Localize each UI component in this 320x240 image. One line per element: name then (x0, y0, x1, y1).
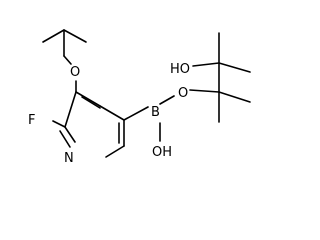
pyridine-ring (59, 91, 125, 158)
pinacol-fragment (189, 32, 251, 123)
bond-c-methyl-right (218, 91, 251, 103)
chemical-structure-diagram: O N F B O OH HO (28, 29, 251, 166)
bond-c2-to-hydroxyl (192, 62, 220, 67)
bond-ring-to-boron (123, 106, 149, 121)
ring-bond-c3-c4-double (81, 96, 101, 109)
ester-oxygen-label: O (178, 86, 188, 101)
ether-oxygen-label: O (70, 65, 80, 80)
fluorine-label: F (28, 113, 35, 128)
bond-ester-oxygen-to-carbon (189, 89, 220, 93)
isopropyl-group (42, 29, 87, 65)
bond-ch-to-oxygen (63, 55, 72, 65)
ring-bond-n-c2 (64, 126, 76, 143)
ring-bond-c4-c5 (99, 105, 125, 121)
ring-bond-c2-c3 (64, 91, 77, 128)
ring-bond-n-c2-double (59, 130, 71, 148)
bond-ipr-methyl-left (42, 29, 65, 43)
ring-bond-c6-n (105, 145, 125, 158)
pinacol-hydroxyl-label: HO (170, 62, 190, 77)
bond-c2-methyl-right (218, 62, 251, 73)
ring-bond-c3-c4 (75, 91, 101, 107)
boron-label: B (151, 105, 160, 120)
ring-nitrogen-label: N (64, 151, 74, 166)
bond-ipr-methyl-right (63, 29, 87, 43)
bond-ring-to-fluorine (52, 120, 66, 128)
bond-boron-to-ester-oxygen (159, 95, 175, 105)
boron-hydroxyl-label: OH (152, 145, 172, 160)
